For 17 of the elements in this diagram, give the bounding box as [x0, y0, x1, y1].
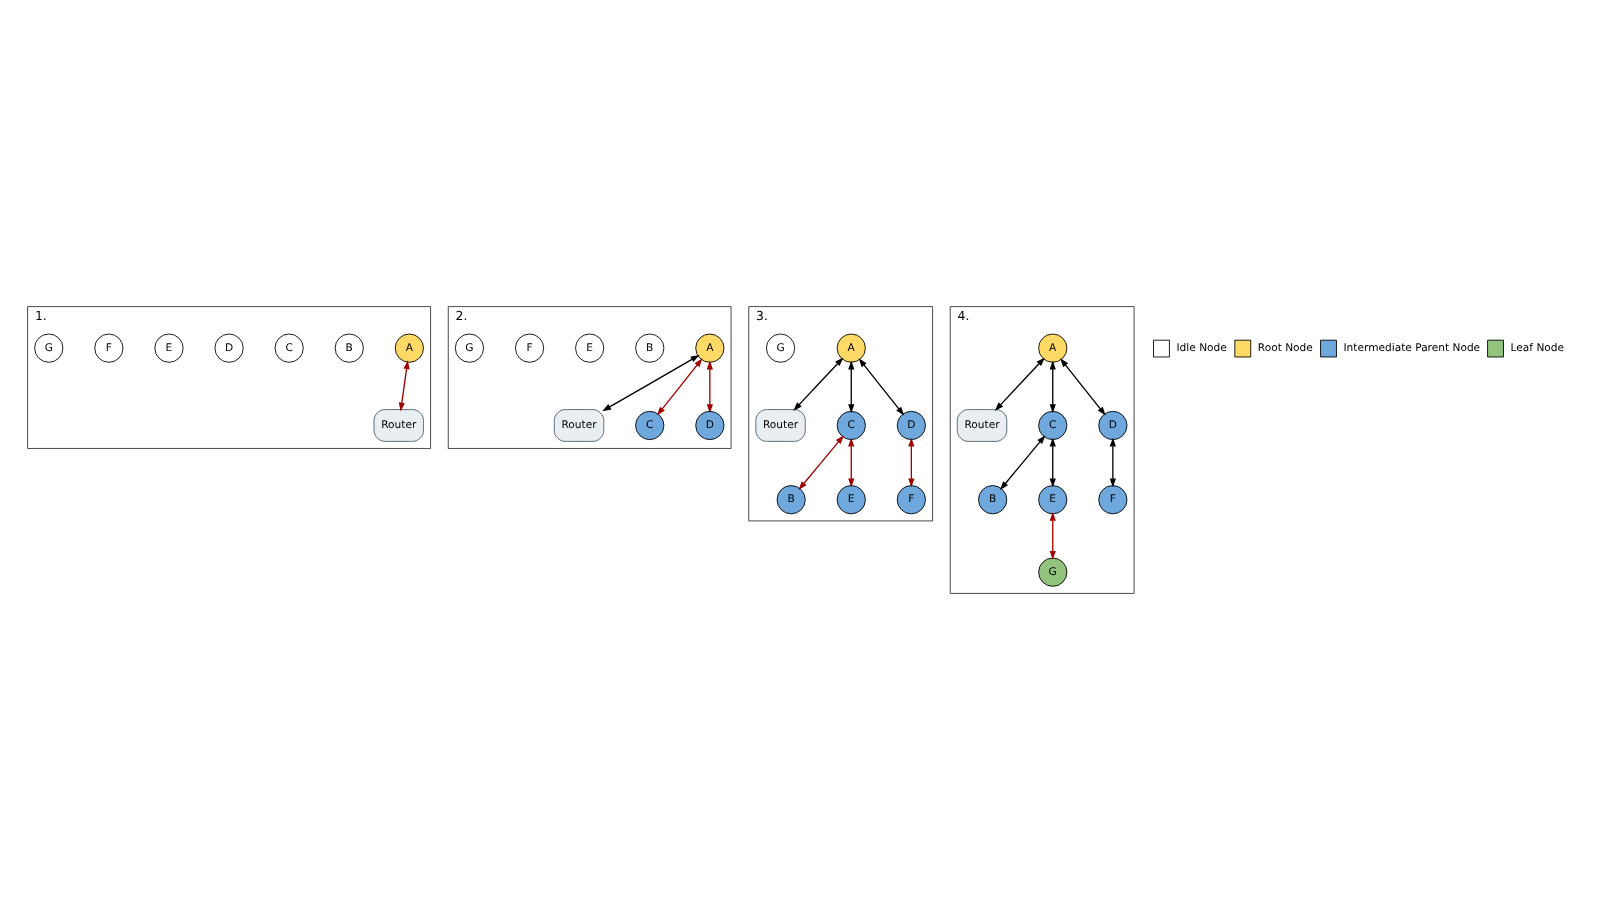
arrow	[1049, 511, 1056, 560]
arrow	[1060, 358, 1106, 416]
arrow	[848, 437, 855, 488]
arrow	[1109, 437, 1116, 488]
arrow	[858, 358, 905, 416]
arrow	[999, 435, 1046, 490]
arrow	[656, 358, 703, 416]
arrow	[908, 437, 915, 488]
arrow	[602, 355, 700, 412]
arrow	[798, 435, 844, 490]
arrow	[1049, 437, 1056, 488]
arrow	[706, 360, 713, 414]
arrow	[994, 357, 1045, 411]
arrow	[848, 360, 855, 414]
arrow	[793, 357, 844, 411]
arrow	[398, 360, 410, 412]
arrow	[1049, 360, 1056, 414]
